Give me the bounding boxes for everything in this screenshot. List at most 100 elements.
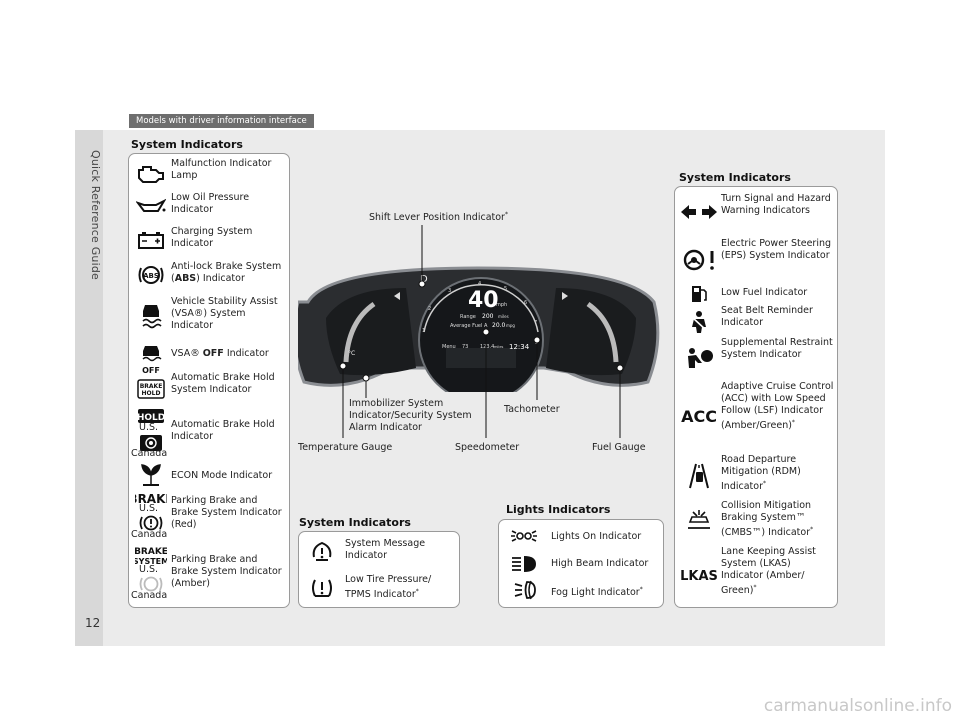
hold-icon: HOLD [135,408,167,424]
lkas-icon: LKAS [679,563,719,585]
cluster-range-unit: miles [498,314,509,319]
battery-icon [135,228,167,252]
cluster-tach-num: 6 [524,300,528,306]
center-tpms-label: Low Tire Pressure/ TPMS Indicator* [345,574,455,601]
econ-leaf-icon [135,462,167,488]
canada-label: Canada [131,448,168,459]
acc-icon: ACC [679,403,719,427]
high-beam-icon [509,553,539,575]
left-indicator-box: Malfunction Indicator Lamp Low Oil Press… [128,153,290,608]
vsa-off-label-bold: OFF [202,348,224,359]
cluster-speed: 40 [468,288,499,313]
cluster-avg-label: Average Fuel A [450,323,488,329]
oil-can-icon [135,194,167,218]
svg-text:SYSTEM: SYSTEM [135,557,167,566]
us-label: U.S. [139,564,159,575]
brake-canada-red-icon [135,514,167,532]
left-section-title: System Indicators [131,138,243,151]
models-tag: Models with driver information interface [129,114,314,128]
lights-item-label: Lights On Indicator [551,531,642,542]
right-rdm-label: Road Departure Mitigation (RDM) Indicato… [721,454,835,493]
right-lkas-label: Lane Keeping Assist System (LKAS) Indica… [721,546,835,597]
seat-belt-icon [679,309,719,335]
lights-item-label: High Beam Indicator [551,558,649,569]
footnote-mark: * [415,588,419,595]
footnote-mark: * [504,211,508,218]
vsa-car-icon [135,302,167,330]
us-label: U.S. [139,503,159,514]
cluster-odo: 123.4 [480,344,495,350]
callout-tachometer: Tachometer [504,404,560,415]
canada-label: Canada [131,529,168,540]
vsa-off-label-pre: VSA® [171,348,203,359]
sidebar-strip [75,130,103,646]
footnote-mark: * [762,480,766,487]
fog-light-label: Fog Light Indicator* [551,584,643,599]
page-number: 12 [85,616,101,630]
sidebar-label: Quick Reference Guide [89,150,102,280]
lights-box: Lights On Indicator High Beam Indicator … [498,519,664,608]
abs-icon-text: ABS [143,272,159,280]
lights-on-icon [509,526,539,546]
road-departure-icon [679,461,719,491]
cluster-odo-unit: miles [494,345,504,349]
footnote-mark: * [639,586,643,593]
us-label: U.S. [139,422,159,433]
cluster-tach-num: 3 [448,288,452,294]
right-item-label: Turn Signal and Hazard Warning Indicator… [721,193,831,216]
left-item-vsa-off-label: VSA® OFF Indicator [171,348,287,360]
canada-label: Canada [131,590,168,601]
acc-label-text: Adaptive Cruise Control (ACC) with Low S… [721,381,834,432]
lights-title: Lights Indicators [506,503,611,516]
hold-canada-icon [135,435,167,451]
left-item-label: Automatic Brake Hold Indicator [171,419,275,442]
fog-light-text: Fog Light Indicator [551,587,640,599]
acc-icon-text: ACC [681,407,717,425]
instrument-cluster: D 40 mph Range 200 miles Average Fuel A … [292,262,664,403]
right-indicator-box: Turn Signal and Hazard Warning Indicator… [674,186,838,608]
callout-fuel-gauge: Fuel Gauge [592,442,646,453]
fog-light-icon [509,579,539,601]
abs-label-pre: Anti-lock Brake System ( [171,261,282,284]
svg-text:HOLD: HOLD [142,390,161,397]
cluster-temp-unit: °C [348,350,356,357]
left-item-label: Automatic Brake Hold System Indicator [171,372,275,395]
left-item-label: Charging System Indicator [171,226,253,249]
right-cmbs-label: Collision Mitigation Braking System™ (CM… [721,500,835,539]
left-item-label: ECON Mode Indicator [171,470,273,481]
tire-pressure-icon [307,576,337,600]
rdm-label-text: Road Departure Mitigation (RDM) Indicato… [721,454,801,493]
right-item-label: Supplemental Restraint System Indicator [721,337,833,360]
callout-shift-text: Shift Lever Position Indicator [369,212,505,224]
brake-text-icon: BRAKE [135,491,167,505]
cluster-gear: D [420,274,428,285]
brake-icon-text: BRAKE [135,492,167,505]
right-section-title: System Indicators [679,171,791,184]
left-item-label: Vehicle Stability Assist (VSA®) System I… [171,296,278,331]
right-item-label: Electric Power Steering (EPS) System Ind… [721,238,832,261]
callout-temperature-gauge: Temperature Gauge [298,442,393,453]
center-system-item-label: System Message Indicator [345,538,426,561]
footnote-mark: * [810,526,814,533]
cluster-menu: Menu [442,344,456,350]
vsa-off-icon-text: OFF [142,366,160,375]
airbag-icon [679,345,719,373]
left-item-label: Low Oil Pressure Indicator [171,192,250,215]
center-system-box: System Message Indicator Low Tire Pressu… [298,531,460,608]
footnote-mark: * [753,584,757,591]
hold-icon-text: HOLD [138,413,164,423]
left-item-label: Malfunction Indicator Lamp [171,158,272,181]
footnote-mark: * [791,419,795,426]
cluster-range-value: 200 [482,313,494,320]
cluster-tach-num: 7 [534,320,538,326]
tpms-text: Low Tire Pressure/ TPMS Indicator [345,574,432,601]
system-message-icon [307,540,337,564]
callout-shift-lever: Shift Lever Position Indicator* [369,209,508,224]
cluster-temp: 73 [462,344,469,350]
right-item-label: Seat Belt Reminder Indicator [721,305,813,328]
brake-canada-amber-icon [135,575,167,593]
collision-mitigation-icon [679,507,719,533]
